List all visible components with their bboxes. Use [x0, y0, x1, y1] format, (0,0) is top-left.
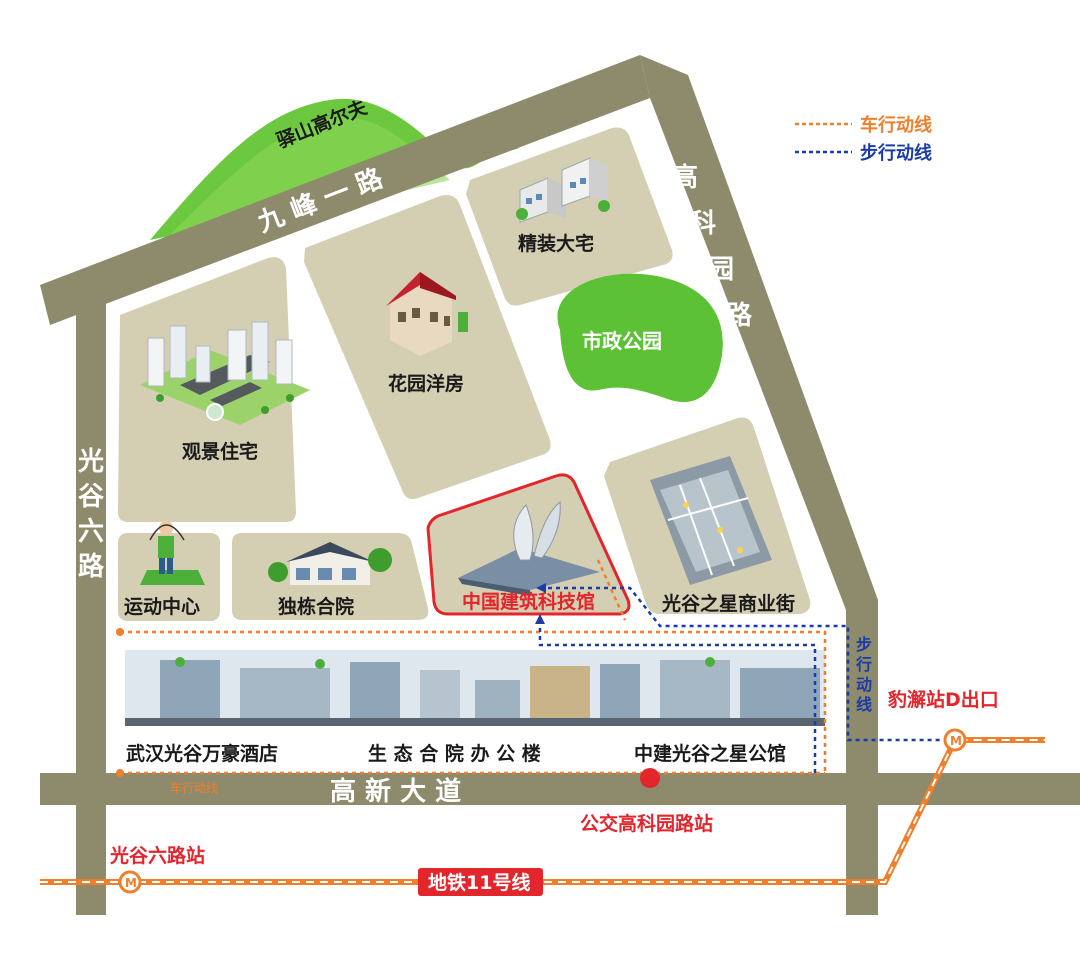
- road-gaoke: [640, 55, 878, 915]
- svg-text:行: 行: [855, 655, 872, 674]
- block-jingzhuang: [466, 127, 673, 306]
- svg-text:动: 动: [856, 675, 872, 694]
- bus-stop-icon: [640, 768, 660, 788]
- car-route-lines: [120, 559, 827, 775]
- guanjing-label: 观景住宅: [182, 440, 258, 463]
- svg-text:路: 路: [78, 551, 105, 582]
- metro-line-badge: [418, 868, 543, 896]
- park-label: 市政公园: [582, 329, 662, 353]
- walk-arrow-icon: [536, 583, 546, 593]
- commercial-street-icon: [650, 456, 772, 585]
- huayuan-label: 花园洋房: [388, 372, 464, 395]
- svg-text:线: 线: [856, 695, 872, 714]
- legend: 车行动线 步行动线: [795, 114, 932, 164]
- municipal-park: [557, 273, 723, 403]
- road-label-gaoke: 高 科 园 路: [672, 162, 753, 331]
- guanggu6-station-label: 光谷六路站: [109, 844, 205, 867]
- legend-car-route: 车行动线: [860, 114, 932, 136]
- road-jiufeng: [40, 55, 650, 325]
- star-street-label: 光谷之星商业街: [661, 592, 795, 615]
- sport-label: 运动中心: [124, 595, 200, 618]
- bus-station-label: 公交高科园路站: [580, 812, 713, 835]
- svg-text:光: 光: [77, 447, 104, 477]
- svg-text:高: 高: [672, 162, 698, 193]
- metro-line-label: 地铁11号线: [428, 871, 530, 894]
- metro-station-baoxie: M: [943, 728, 967, 752]
- zhongjian-label: 中建光谷之星公馆: [634, 742, 786, 765]
- car-route-tag: 车行动线: [170, 780, 218, 795]
- walk-route-tag: 步 行 动 线: [855, 635, 872, 714]
- hotel-label: 武汉光谷万豪酒店: [126, 742, 278, 765]
- svg-text:路: 路: [726, 300, 753, 331]
- svg-text:园: 园: [708, 255, 734, 285]
- svg-text:科: 科: [690, 209, 716, 239]
- residential-towers-icon: [140, 321, 310, 425]
- svg-text:M: M: [950, 734, 962, 748]
- road-network: [40, 55, 1080, 915]
- jingzhuang-label: 精装大宅: [518, 232, 594, 255]
- baoxie-station-label: 豹澥站D出口: [887, 688, 999, 711]
- road-guanggu6: [76, 290, 106, 915]
- museum-label: 中国建筑科技馆: [462, 590, 595, 613]
- road-gaoxin: [40, 773, 1080, 805]
- road-label-guanggu6: 光 谷 六 路: [77, 447, 105, 582]
- museum-building-icon: [458, 501, 600, 596]
- sport-icon: [140, 521, 205, 585]
- car-route-start-dot: [116, 628, 124, 636]
- svg-text:谷: 谷: [78, 482, 105, 512]
- dudong-label: 独栋合院: [278, 595, 354, 618]
- villa-cluster-icon: [516, 157, 610, 223]
- road-label-gaoxin: 高 新 大 道: [330, 776, 461, 807]
- walk-arrow-icon-2: [535, 614, 545, 624]
- svg-text:步: 步: [856, 635, 872, 654]
- legend-walk-route: 步行动线: [860, 142, 932, 164]
- walk-route-lines: [538, 586, 942, 773]
- office-complex-icon: [125, 644, 825, 726]
- garden-house-icon: [386, 272, 468, 356]
- svg-text:六: 六: [78, 517, 104, 547]
- car-route-end-dot: [116, 769, 124, 777]
- office-label: 生 态 合 院 办 公 楼: [368, 742, 541, 765]
- svg-text:M: M: [125, 876, 137, 890]
- courtyard-house-icon: [268, 542, 392, 585]
- metro-station-guanggu6: M: [118, 870, 142, 894]
